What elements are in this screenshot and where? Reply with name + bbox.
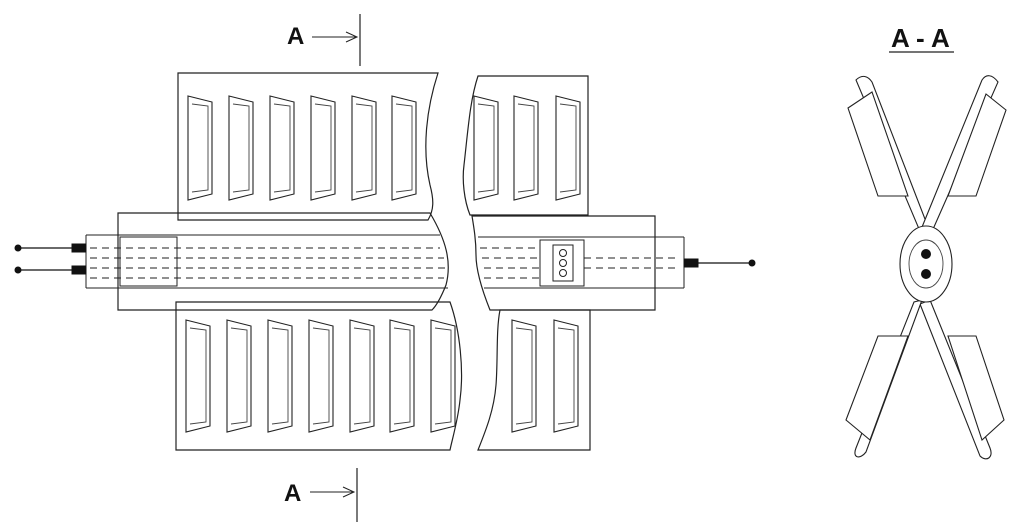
end-plug-left	[119, 236, 178, 287]
terminal-right	[748, 259, 756, 267]
section-marker-bottom: A	[284, 468, 358, 522]
upper-fin-block	[177, 72, 589, 221]
section-arrow-bottom-head	[342, 486, 356, 498]
upper-fin	[269, 95, 295, 201]
tube-cross-section	[899, 225, 953, 303]
heating-wires	[90, 247, 680, 279]
lower-fins	[185, 319, 579, 433]
lower-fin	[553, 319, 579, 433]
upper-fin	[473, 95, 499, 201]
conductor-bottom	[921, 269, 931, 279]
upper-fin	[513, 95, 539, 201]
section-marker-bottom-letter: A	[284, 480, 301, 507]
upper-fin-housing-left	[177, 72, 439, 221]
lower-fin	[511, 319, 537, 433]
lower-fin	[185, 319, 211, 433]
lower-fin	[308, 319, 334, 433]
tube-outer-right	[471, 215, 656, 311]
tube-inner-sheath-left	[86, 234, 448, 289]
central-tube	[85, 212, 685, 311]
lower-fin-housing-left	[175, 301, 463, 451]
tube-outer-left	[117, 212, 449, 311]
right-terminal	[683, 258, 756, 268]
upper-fin	[555, 95, 581, 201]
upper-fin	[391, 95, 417, 201]
lower-fin	[430, 319, 456, 433]
lower-fin-housing-right	[477, 309, 591, 451]
section-view: A - A	[845, 23, 1007, 460]
lower-fin	[349, 319, 375, 433]
upper-fin	[228, 95, 254, 201]
lower-fin	[389, 319, 415, 433]
section-marker-top: A	[287, 14, 361, 66]
section-fins	[845, 91, 1007, 441]
section-title: A - A	[891, 23, 950, 53]
lower-fin	[226, 319, 252, 433]
lower-fin	[267, 319, 293, 433]
conductor-top	[921, 249, 931, 259]
upper-fin-housing-right	[462, 75, 589, 216]
upper-fin	[351, 95, 377, 201]
tube-inner-sheath-right	[478, 236, 684, 289]
section-arrow-top-head	[345, 31, 359, 43]
junction-box	[539, 239, 585, 287]
lower-fin-block	[175, 301, 591, 451]
upper-fins	[187, 95, 581, 201]
section-marker-top-letter: A	[287, 23, 304, 50]
left-terminals	[14, 243, 87, 275]
upper-fin	[310, 95, 336, 201]
upper-fin	[187, 95, 213, 201]
